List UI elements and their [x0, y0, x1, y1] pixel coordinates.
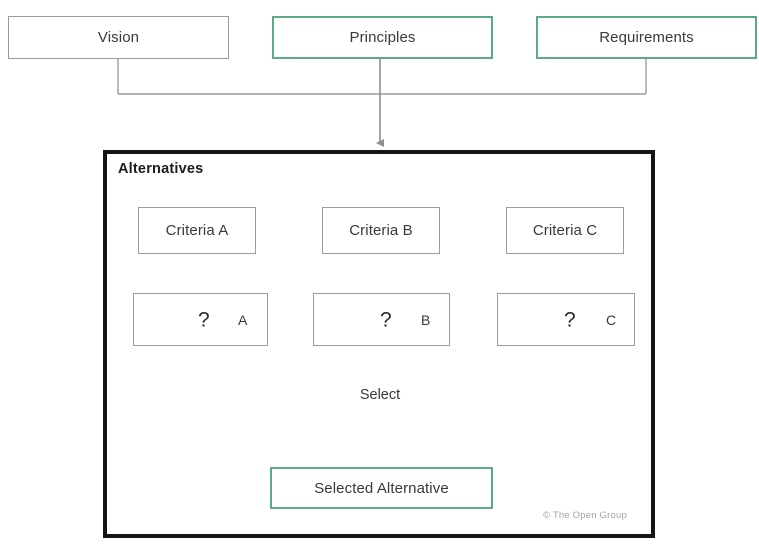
option-c-letter: C: [606, 311, 617, 328]
option-b-letter: B: [421, 311, 431, 328]
question-mark-icon: ?: [564, 308, 576, 331]
node-criteria-a[interactable]: Criteria A: [138, 207, 256, 254]
alternatives-title: Alternatives: [118, 161, 204, 177]
node-vision-label: Vision: [97, 29, 140, 46]
node-criteria-c[interactable]: Criteria C: [506, 207, 624, 254]
question-mark-icon: ?: [198, 308, 210, 331]
question-mark-icon: ?: [380, 308, 392, 331]
node-option-a[interactable]: ? A: [133, 293, 268, 346]
node-requirements[interactable]: Requirements: [536, 16, 757, 59]
node-selected-alternative-label: Selected Alternative: [314, 479, 449, 497]
node-criteria-b-label: Criteria B: [349, 222, 413, 239]
node-vision[interactable]: Vision: [8, 16, 229, 59]
node-option-c[interactable]: ? C: [497, 293, 635, 346]
node-principles[interactable]: Principles: [272, 16, 493, 59]
node-criteria-c-label: Criteria C: [532, 222, 598, 239]
node-principles-label: Principles: [349, 29, 416, 46]
node-criteria-a-label: Criteria A: [165, 222, 229, 239]
connector-inputs-to-alternatives: [117, 59, 647, 95]
node-requirements-label: Requirements: [599, 29, 694, 46]
option-a-letter: A: [238, 311, 248, 328]
node-selected-alternative[interactable]: Selected Alternative: [270, 467, 493, 509]
node-option-b[interactable]: ? B: [313, 293, 450, 346]
node-criteria-b[interactable]: Criteria B: [322, 207, 440, 254]
copyright-notice: © The Open Group: [543, 510, 627, 521]
